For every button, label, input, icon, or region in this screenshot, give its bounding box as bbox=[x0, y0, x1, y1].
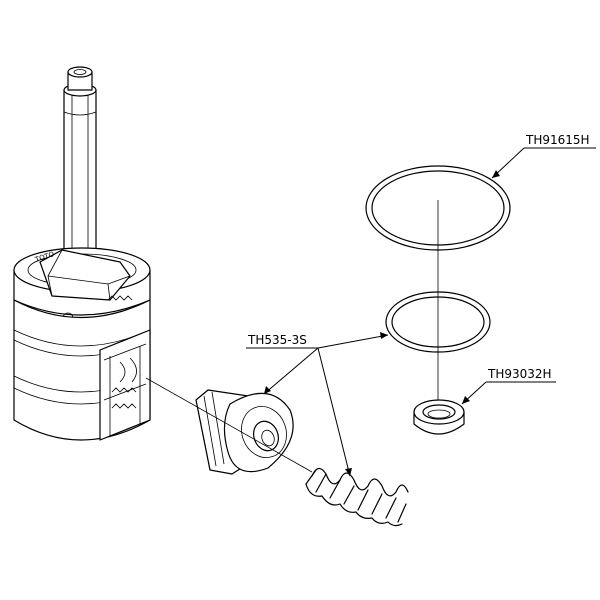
label-th93032h: TH93032H bbox=[487, 367, 552, 381]
valve-plunger bbox=[195, 389, 294, 475]
large-o-ring bbox=[365, 165, 511, 251]
leader-lines bbox=[246, 147, 596, 477]
cartridge-assembly: TOTO bbox=[13, 66, 151, 441]
label-th535-3s: TH535-3S bbox=[247, 333, 307, 347]
label-th91615h: TH91615H bbox=[525, 133, 590, 147]
coil-spring bbox=[305, 467, 409, 527]
cartridge-top-cap: TOTO bbox=[13, 247, 151, 324]
cartridge-stem bbox=[63, 66, 97, 271]
middle-o-ring bbox=[385, 291, 491, 353]
cartridge-cylinder bbox=[13, 299, 151, 441]
assembly-axis-lines bbox=[145, 200, 439, 473]
small-seal bbox=[413, 399, 465, 435]
